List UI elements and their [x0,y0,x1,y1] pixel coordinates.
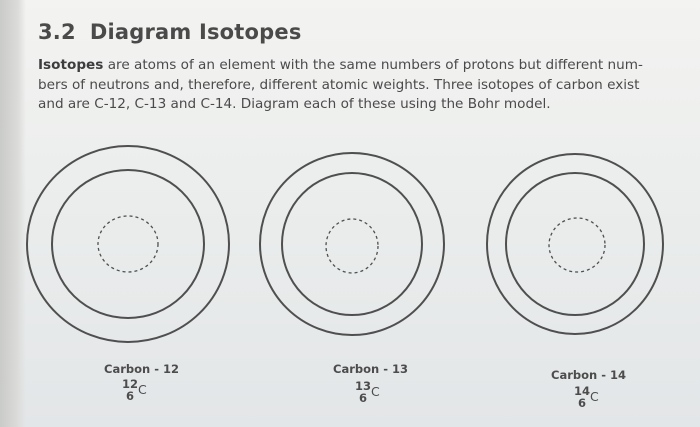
atom-label-carbon-13: Carbon - 13 [333,362,408,376]
page-edge-shadow [0,0,26,427]
term-isotopes: Isotopes [38,57,104,73]
inner-shell [505,172,645,316]
isotope-notation-c13: 13 6 C [355,380,395,410]
paragraph-line-3: and are C-12, C-13 and C-14. Diagram eac… [38,96,551,112]
outer-shell [486,153,664,335]
bohr-model-carbon-14 [486,153,664,335]
atom-label-carbon-12: Carbon - 12 [104,362,179,376]
outer-shell [259,152,445,336]
section-number: 3.2 [38,20,76,44]
atom-label-carbon-14: Carbon - 14 [551,368,626,382]
mass-number: 13 [355,379,372,393]
nucleus-outline [97,215,159,273]
element-symbol: C [590,389,599,404]
bohr-model-carbon-12 [26,145,230,343]
instructions-paragraph: Isotopes are atoms of an element with th… [38,56,653,115]
atomic-number: 6 [359,391,368,405]
inner-shell [51,169,205,319]
outer-shell [26,145,230,343]
inner-shell [281,172,423,316]
section-heading: 3.2 Diagram Isotopes [38,20,302,44]
nucleus-outline [325,218,379,274]
mass-number: 12 [122,377,139,391]
element-symbol: C [371,384,380,399]
element-symbol: C [138,382,147,397]
atomic-number: 6 [578,396,587,410]
bohr-model-carbon-13 [259,152,445,336]
nucleus-outline [548,217,606,273]
isotope-notation-c12: 12 6 C [122,378,162,408]
mass-number: 14 [574,384,591,398]
section-title: Diagram Isotopes [89,20,302,44]
isotope-notation-c14: 14 6 C [574,385,614,415]
paragraph-line-2: bers of neutrons and, therefore, differe… [38,76,640,93]
atomic-number: 6 [126,389,135,403]
paragraph-line-1: are atoms of an element with the same nu… [103,57,643,73]
